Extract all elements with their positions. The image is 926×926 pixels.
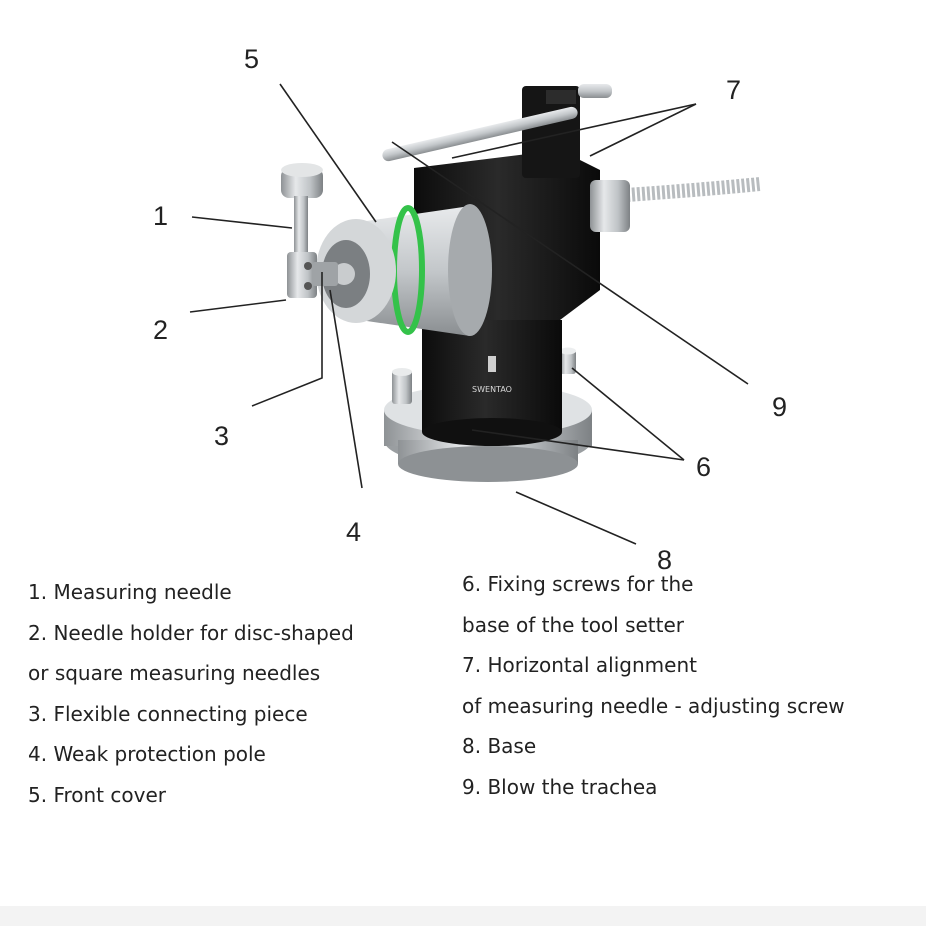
- legend-item-7: 7. Horizontal alignment: [462, 653, 697, 677]
- trachea-hose: [590, 177, 761, 232]
- callout-6: 6: [696, 452, 711, 482]
- legend-item-3: 3. Flexible connecting piece: [28, 701, 308, 726]
- leader-1: [191, 216, 293, 229]
- leader-6a: [471, 429, 685, 461]
- callout-7: 7: [726, 75, 741, 105]
- legend-item-6-cont: base of the tool setter: [462, 612, 685, 637]
- legend-left: 1. Measuring needle 2. Needle holder for…: [28, 572, 354, 815]
- leader-6b: [571, 367, 685, 461]
- leader-2: [189, 299, 287, 313]
- legend-item-9: 9. Blow the trachea: [462, 774, 658, 799]
- leader-5: [279, 83, 377, 223]
- callout-5: 5: [244, 44, 259, 74]
- legend-item-7-cont: of measuring needle - adjusting screw: [462, 693, 845, 718]
- callout-8: 8: [657, 545, 672, 575]
- front-cover-housing: [316, 204, 492, 336]
- horizontal-adjusting-rod: [382, 84, 612, 162]
- legend-item-8: 8. Base: [462, 734, 537, 758]
- leader-9: [391, 141, 749, 385]
- leader-7b: [451, 103, 697, 159]
- leader-7a: [589, 103, 697, 157]
- callout-2: 2: [153, 315, 168, 345]
- callout-1: 1: [153, 201, 168, 231]
- callout-4: 4: [346, 517, 361, 547]
- brand-label: SWENTAO: [472, 385, 512, 394]
- device-column: SWENTAO: [422, 320, 562, 446]
- legend-item-2-cont: or square measuring needles: [28, 661, 321, 685]
- legend-item-5: 5. Front cover: [28, 782, 166, 807]
- callout-9: 9: [772, 392, 787, 422]
- leader-8: [515, 491, 637, 545]
- legend-item-4: 4. Weak protection pole: [28, 742, 266, 766]
- legend-item-6: 6. Fixing screws for the: [462, 572, 694, 596]
- legend-item-1: 1. Measuring needle: [28, 580, 232, 604]
- leader-4: [329, 289, 363, 489]
- leader-3: [251, 272, 323, 407]
- leader-lines: [189, 83, 749, 545]
- legend-right: 6. Fixing screws for the base of the too…: [462, 564, 845, 807]
- measuring-needle: [281, 163, 323, 256]
- bottom-strip: [0, 906, 926, 926]
- needle-holder: [287, 252, 338, 298]
- callout-3: 3: [214, 421, 229, 451]
- legend-item-2: 2. Needle holder for disc-shaped: [28, 620, 354, 645]
